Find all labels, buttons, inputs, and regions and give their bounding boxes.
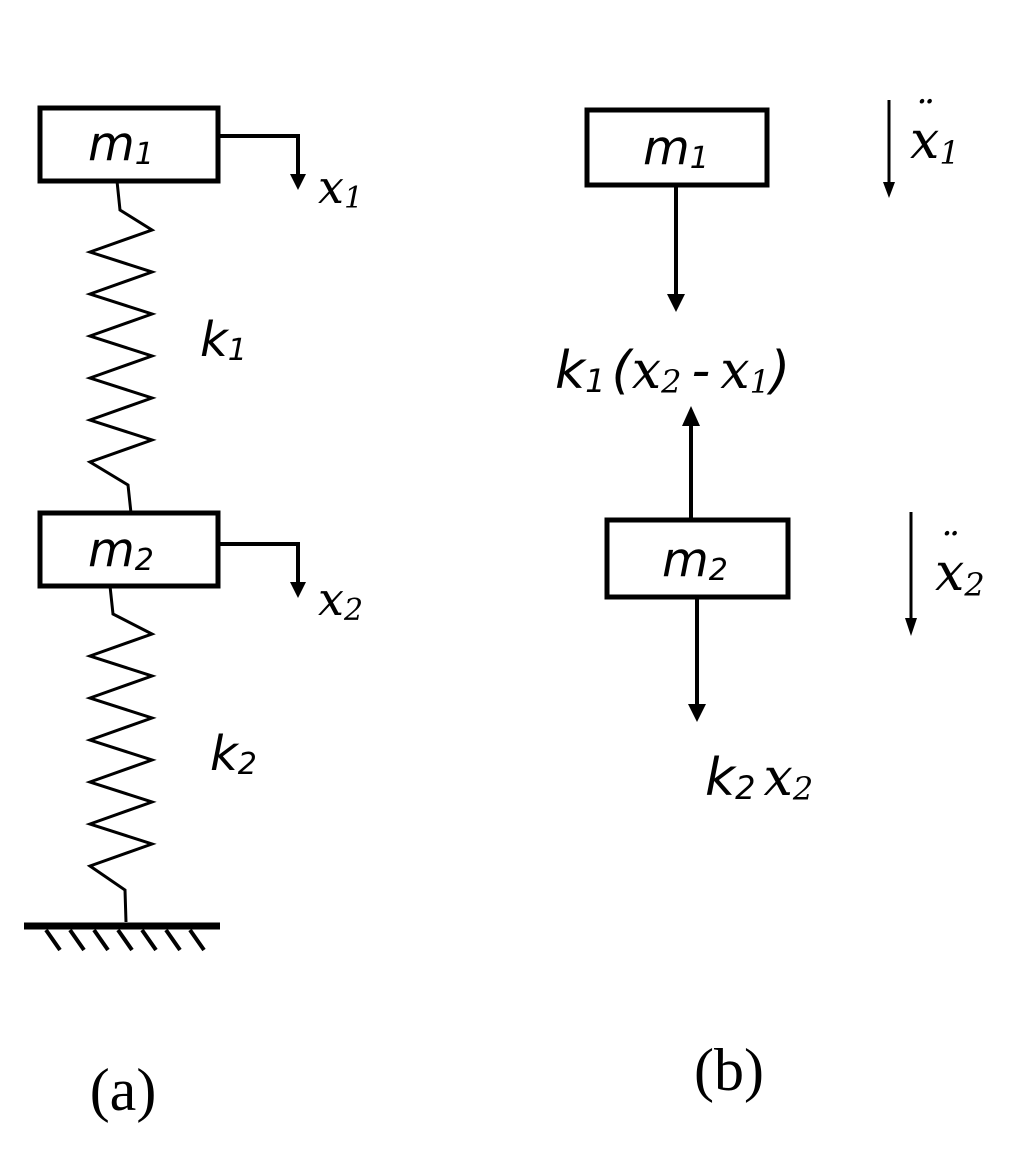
- spring-1: [85, 180, 157, 514]
- displacement-2-label: x2: [318, 572, 363, 628]
- displacement-1-arrowhead: [290, 174, 306, 190]
- spring-1-label: k1: [200, 312, 247, 368]
- displacement-1-label: x1: [318, 160, 363, 216]
- caption-b: (b): [694, 1037, 764, 1103]
- ground-hatching: [44, 928, 206, 952]
- mass-2-box: [37, 510, 221, 589]
- fbd-mass-2-label: m2: [662, 532, 728, 588]
- force-k1-label: k1(x2-x1): [555, 341, 790, 401]
- acceleration-2-arrowhead: [905, 618, 917, 636]
- displacement-2-arrowhead: [290, 582, 306, 598]
- acceleration-2-dots: ¨: [937, 526, 958, 572]
- force-k1-on-m2-arrowhead: [682, 406, 700, 426]
- fbd-mass-1-label: m1: [643, 120, 709, 176]
- acceleration-1-dots: ¨: [912, 94, 933, 140]
- force-k2-arrowhead: [688, 704, 706, 722]
- mass-2-label: m2: [88, 522, 154, 578]
- mass-1-label: m1: [88, 116, 154, 172]
- spring-2: [85, 585, 157, 923]
- figure-a: m1 x1 k1 m2 x2 k2 (a): [24, 105, 363, 1123]
- spring-2-label: k2: [210, 726, 257, 782]
- acceleration-1-label: x1: [910, 111, 960, 172]
- caption-a: (a): [90, 1057, 157, 1123]
- acceleration-2-label: x2: [935, 543, 985, 604]
- displacement-2-arrow: [218, 542, 300, 584]
- force-k1-on-m1-arrowhead: [667, 294, 685, 312]
- displacement-1-arrow: [218, 134, 300, 176]
- acceleration-1-arrowhead: [883, 182, 895, 198]
- mass-1-box: [37, 105, 221, 184]
- fbd-mass-2-box: [604, 517, 791, 600]
